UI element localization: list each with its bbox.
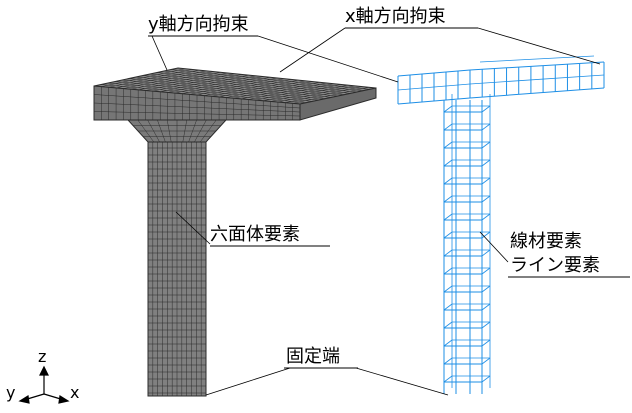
solid-mesh-line xyxy=(114,81,320,101)
label-fixed-end: 固定端 xyxy=(286,346,340,367)
axis-triad xyxy=(18,365,70,404)
wire-member xyxy=(443,123,453,131)
solid-mesh-line xyxy=(142,75,345,95)
wire-member xyxy=(443,267,453,275)
solid-mesh-line xyxy=(157,119,166,143)
leader-y-constraint-2 xyxy=(257,35,399,83)
wire-member xyxy=(443,177,453,185)
solid-mesh-line xyxy=(137,119,155,143)
leader-y-constraint xyxy=(151,35,168,71)
wire-member xyxy=(443,141,453,149)
wire-member xyxy=(481,177,491,185)
wire-member xyxy=(481,231,491,239)
wire-member xyxy=(481,321,491,329)
wire-member xyxy=(481,303,491,311)
wire-member xyxy=(481,213,491,221)
wire-member xyxy=(481,357,491,365)
wire-member xyxy=(481,105,491,113)
wire-member xyxy=(481,141,491,149)
solid-mesh-line xyxy=(121,79,326,99)
solid-mesh-line xyxy=(107,82,313,102)
leader-hexahedral xyxy=(175,211,211,245)
wire-member xyxy=(481,159,491,167)
wire-member xyxy=(443,195,453,203)
label-x-constraint: x軸方向拘束 xyxy=(345,6,446,27)
solid-mesh-line xyxy=(163,70,364,91)
label-line-element-1: 線材要素 xyxy=(510,231,582,252)
wire-member xyxy=(481,375,491,383)
axis-x-arrowhead xyxy=(58,395,70,404)
leader-x-constraint xyxy=(279,27,346,73)
labels: y軸方向拘束 x軸方向拘束 六面体要素 線材要素 ライン要素 固定端 xyxy=(148,6,630,369)
solid-mesh-line xyxy=(194,119,207,143)
label-line-element-2: ライン要素 xyxy=(510,255,600,276)
leader-line-element xyxy=(479,231,509,263)
label-hexahedral: 六面体要素 xyxy=(210,224,300,245)
solid-mesh-line xyxy=(166,119,172,143)
wire-member xyxy=(443,357,453,365)
axis-y-arrowhead xyxy=(18,395,30,404)
label-y-constraint: y軸方向拘束 xyxy=(148,14,249,35)
axis-z-label: z xyxy=(38,347,46,366)
wire-member xyxy=(443,339,453,347)
wire-member xyxy=(481,339,491,347)
wire-member xyxy=(481,267,491,275)
solid-pier-model xyxy=(93,67,377,397)
solid-mesh-line xyxy=(182,119,188,143)
wire-member xyxy=(443,213,453,221)
wire-member xyxy=(443,321,453,329)
wire-member xyxy=(481,123,491,131)
axis-z-arrowhead xyxy=(39,365,49,376)
solid-mesh-line xyxy=(188,119,197,143)
solid-mesh-line xyxy=(170,69,370,90)
wire-member xyxy=(469,87,605,99)
solid-mesh-line xyxy=(128,78,332,98)
wire-member xyxy=(481,249,491,257)
wire-member xyxy=(443,249,453,257)
solid-mesh-line xyxy=(93,94,301,109)
wire-mesh-lines xyxy=(397,55,605,394)
wire-member xyxy=(443,375,453,383)
wire-member xyxy=(443,303,453,311)
wire-member xyxy=(443,285,453,293)
solid-mesh-line xyxy=(199,119,217,143)
solid-mesh-line xyxy=(147,119,160,143)
leader-lines xyxy=(151,27,601,396)
solid-mesh-line xyxy=(100,84,307,103)
solid-mesh-lines xyxy=(93,68,370,396)
solid-mesh-line xyxy=(156,72,358,93)
wire-pier-model xyxy=(397,55,605,394)
wire-member xyxy=(443,231,453,239)
solid-mesh-line xyxy=(149,73,351,94)
wire-member xyxy=(443,159,453,167)
wire-member xyxy=(481,285,491,293)
axis-x-label: x xyxy=(70,383,79,402)
axis-labels: z y x xyxy=(6,347,79,402)
wire-member xyxy=(469,61,605,71)
axis-y-label: y xyxy=(6,383,15,402)
wire-member xyxy=(443,105,453,113)
solid-mesh-line xyxy=(93,102,301,113)
leader-fixed-end-right xyxy=(355,367,449,396)
leader-x-constraint-2 xyxy=(477,27,601,65)
wire-member xyxy=(469,74,605,85)
leader-fixed-end-left xyxy=(205,367,291,396)
solid-mesh-line xyxy=(93,111,301,117)
wire-member xyxy=(481,195,491,203)
solid-mesh-line xyxy=(135,76,339,97)
